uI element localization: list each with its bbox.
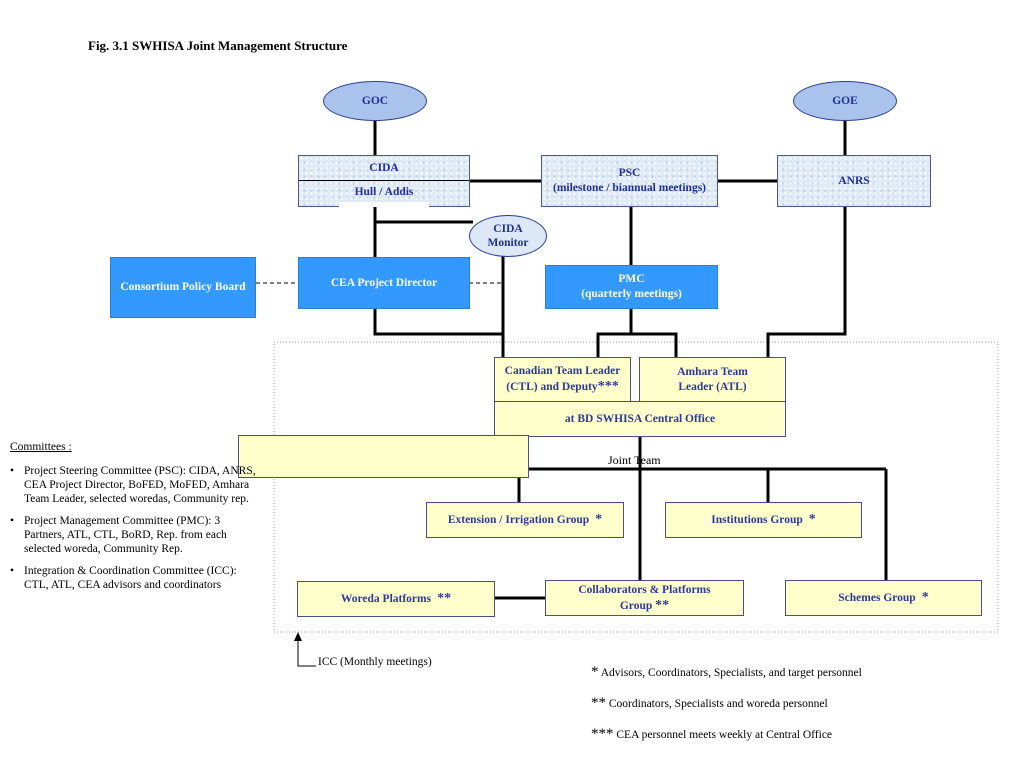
atl-label-2: Leader (ATL) <box>678 380 747 393</box>
cida-box: CIDA Hull / Addis <box>298 155 470 207</box>
committees-list: • Project Steering Committee (PSC): CIDA,… <box>10 464 262 592</box>
woreda-platforms-label: Woreda Platforms <box>340 593 432 605</box>
icc-label: ICC (Monthly meetings) <box>318 656 432 668</box>
woreda-stars: ** <box>437 591 452 606</box>
atl-box: Amhara Team Leader (ATL) <box>639 357 786 402</box>
footnote-3-stars: *** <box>591 726 614 742</box>
cea-director-label: CEA Project Director <box>330 276 438 289</box>
central-office-box: at BD SWHISA Central Office <box>494 401 786 437</box>
woreda-platforms-box: Woreda Platforms ** <box>297 581 495 617</box>
cea-director-box: CEA Project Director <box>298 257 470 309</box>
cida-label: CIDA <box>369 162 399 174</box>
institutions-group-label: Institutions Group <box>711 514 803 526</box>
footnote-3-text: CEA personnel meets weekly at Central Of… <box>616 729 833 741</box>
committee-item-icc: • Integration & Coordination Committee (I… <box>10 564 262 592</box>
psc-label: PSC <box>618 167 641 179</box>
bullet: • <box>10 465 15 477</box>
psc-box: PSC (milestone / biannual meetings) <box>541 155 718 207</box>
collaborators-label-1: Collaborators & Platforms <box>578 583 711 596</box>
bullet: • <box>10 565 15 577</box>
footnote-2-stars: ** <box>591 695 606 711</box>
bullet: • <box>10 515 15 527</box>
pmc-label: PMC <box>618 273 645 285</box>
footnote-1-text: Advisors, Coordinators, Specialists, and… <box>600 667 862 679</box>
anrs-box: ANRS <box>777 155 931 207</box>
figure-title: Fig. 3.1 SWHISA Joint Management Structu… <box>88 38 348 53</box>
schemes-stars: * <box>921 590 929 605</box>
goc-label: GOC <box>361 95 389 107</box>
committees-legend: Committees : • Project Steering Committee… <box>10 440 262 600</box>
ctl-label-1: Canadian Team Leader <box>504 365 621 377</box>
committee-item-psc: • Project Steering Committee (PSC): CIDA,… <box>10 464 262 506</box>
consortium-box: Consortium Policy Board <box>110 257 256 318</box>
cida-location-label: Hull / Addis <box>354 186 414 198</box>
institutions-group-box: Institutions Group * <box>665 502 862 538</box>
ctl-stars: *** <box>597 379 619 394</box>
committee-item-pmc: • Project Management Committee (PMC): 3 P… <box>10 514 262 556</box>
committee-psc-text: Project Steering Committee (PSC): CIDA, … <box>24 465 256 505</box>
consortium-label: Consortium Policy Board <box>120 281 246 293</box>
collaborators-label-2: Group <box>619 599 653 612</box>
atl-label-1: Amhara Team <box>677 365 748 378</box>
cida-monitor-label-2: Monitor <box>487 237 529 249</box>
committee-pmc-text: Project Management Committee (PMC): 3 Pa… <box>24 515 227 555</box>
line-cea-ctl <box>373 308 503 336</box>
collaborators-stars: ** <box>655 597 670 613</box>
extension-group-label: Extension / Irrigation Group <box>447 514 590 526</box>
line-anrs-atl <box>766 206 847 358</box>
pmc-box: PMC (quarterly meetings) <box>545 265 718 309</box>
anrs-label: ANRS <box>838 174 870 187</box>
cida-monitor-node: CIDA Monitor <box>469 215 547 257</box>
footnote-2: ** Coordinators, Specialists and woreda … <box>591 695 828 712</box>
blank-cream-box <box>238 435 529 478</box>
schemes-group-box: Schemes Group * <box>785 580 982 616</box>
institutions-stars: * <box>808 512 816 527</box>
goe-node: GOE <box>793 81 897 121</box>
cida-whiteband <box>339 202 429 207</box>
goe-label: GOE <box>832 95 858 107</box>
extension-stars: * <box>595 512 603 527</box>
pmc-meeting-label: (quarterly meetings) <box>581 288 682 300</box>
line-pmc-teamleaders <box>596 332 678 358</box>
icc-arrow-head <box>294 632 302 641</box>
committees-heading: Committees : <box>10 441 72 453</box>
committee-icc-text: Integration & Coordination Committee (IC… <box>24 565 237 591</box>
central-office-label: at BD SWHISA Central Office <box>564 412 716 425</box>
footnote-1: * Advisors, Coordinators, Specialists, a… <box>591 664 862 681</box>
joint-team-label: Joint Team <box>608 453 661 467</box>
cida-divider <box>299 180 469 181</box>
collaborators-group-box: Collaborators & Platforms Group ** <box>545 580 744 616</box>
ctl-box: Canadian Team Leader (CTL) and Deputy*** <box>494 357 631 402</box>
schemes-group-label: Schemes Group <box>838 592 916 604</box>
ctl-label-2: (CTL) and Deputy <box>506 381 598 393</box>
icc-arrow-line <box>297 640 316 667</box>
goc-node: GOC <box>323 81 427 121</box>
footnote-2-text: Coordinators, Specialists and woreda per… <box>608 698 828 710</box>
footnote-3: *** CEA personnel meets weekly at Centra… <box>591 726 832 743</box>
footnote-1-stars: * <box>591 664 599 680</box>
extension-group-box: Extension / Irrigation Group * <box>426 502 624 538</box>
psc-meeting-label: (milestone / biannual meetings) <box>552 182 706 194</box>
cida-monitor-label-1: CIDA <box>493 223 523 235</box>
